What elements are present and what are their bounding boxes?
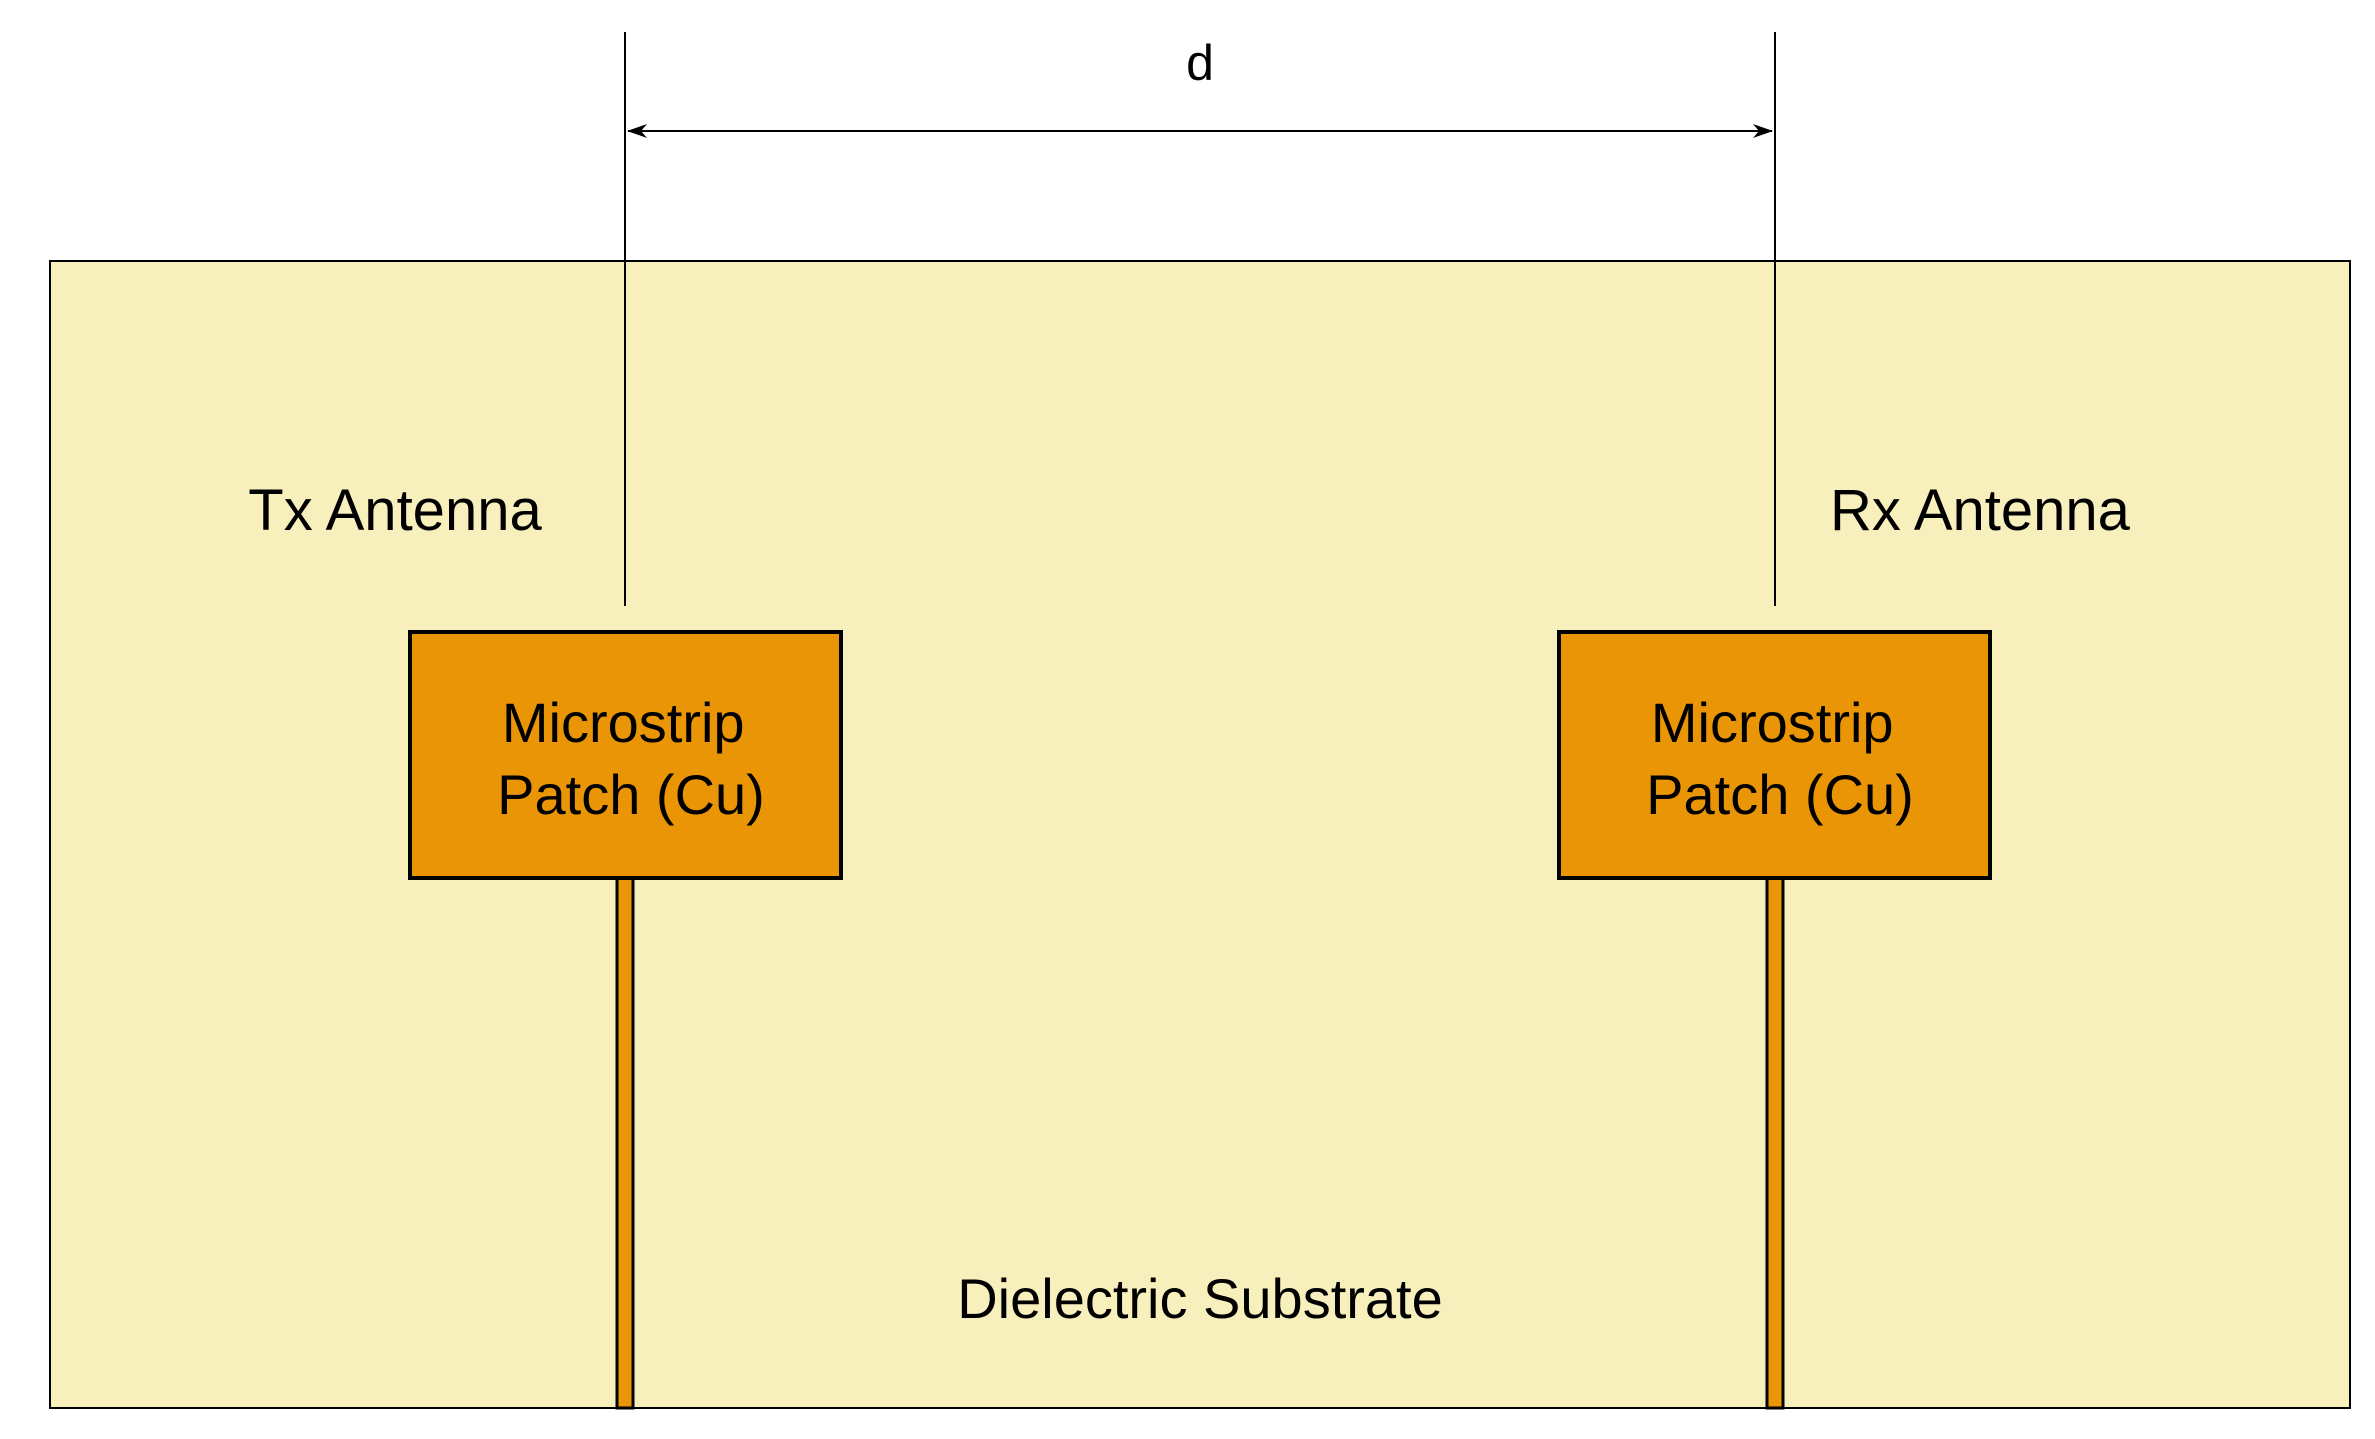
- tx-antenna-label: Tx Antenna: [248, 478, 542, 543]
- rx-patch-label: Microstrip Patch (Cu): [1646, 691, 1914, 826]
- rx-feed-line: [1765, 874, 1785, 1410]
- substrate-label: Dielectric Substrate: [957, 1267, 1443, 1330]
- rx-microstrip-patch: [1557, 630, 1992, 880]
- tx-feed-line: [615, 874, 635, 1410]
- tx-patch-label-line1: Microstrip: [502, 691, 745, 754]
- tx-patch-label: Microstrip Patch (Cu): [497, 691, 765, 826]
- rx-patch-label-line1: Microstrip: [1651, 691, 1894, 754]
- tx-patch-label-line2: Patch (Cu): [497, 763, 765, 826]
- tx-microstrip-patch: [408, 630, 843, 880]
- rx-antenna-label: Rx Antenna: [1830, 478, 2131, 543]
- rx-patch-label-line2: Patch (Cu): [1646, 763, 1914, 826]
- dielectric-substrate: [49, 260, 2351, 1409]
- distance-label: d: [1186, 35, 1214, 91]
